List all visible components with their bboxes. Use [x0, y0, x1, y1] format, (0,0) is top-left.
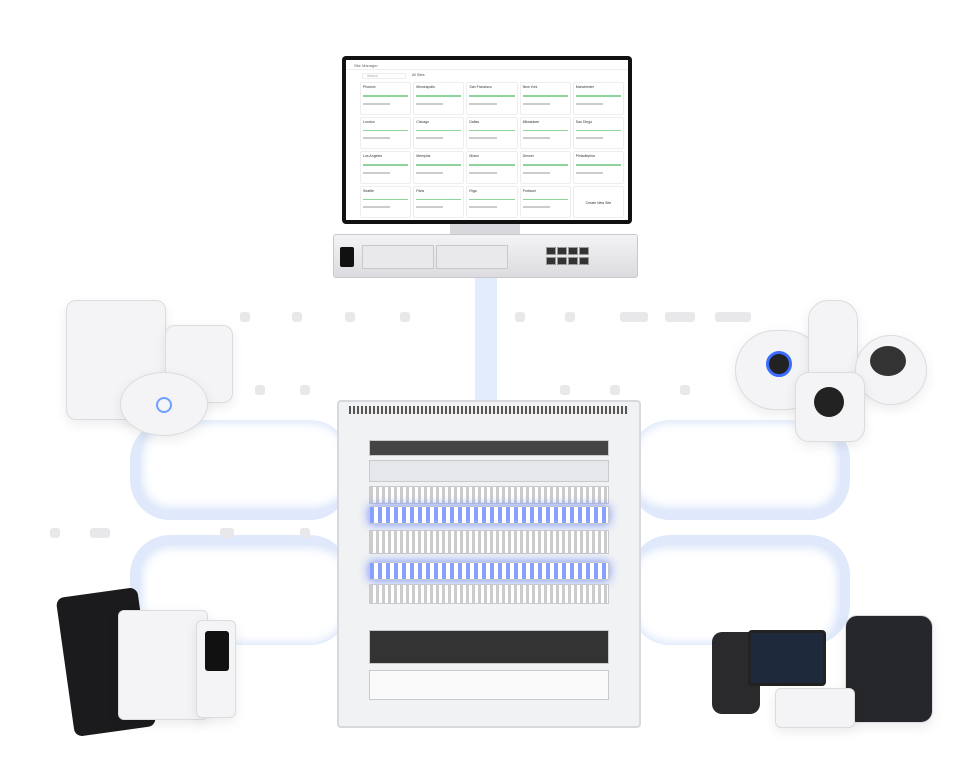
site-card[interactable]: Phoenix — [360, 82, 412, 115]
ethernet-port — [557, 247, 567, 255]
ev-charger-icon — [845, 615, 933, 723]
site-name: London — [363, 119, 375, 124]
site-filter[interactable]: All Sites — [412, 73, 425, 77]
monitor-stand — [450, 224, 520, 234]
site-name: Portland — [522, 188, 536, 193]
site-card[interactable]: Dallas — [466, 116, 518, 149]
search-input[interactable]: Search — [362, 73, 406, 79]
ethernet-port — [568, 247, 578, 255]
site-name: Minneapolis — [416, 85, 435, 89]
app-title: Site Manager — [354, 63, 378, 68]
network-link-right-upper — [630, 420, 850, 520]
ethernet-port — [546, 257, 556, 265]
site-name: San Francisco — [469, 85, 492, 89]
site-card[interactable]: Chicago — [413, 116, 465, 149]
site-name: Denver — [522, 154, 534, 158]
gateway-icon — [775, 688, 855, 728]
network-link-right-lower — [630, 535, 850, 645]
site-name: New York — [522, 85, 538, 89]
site-card[interactable]: New York — [519, 82, 571, 115]
create-site-card[interactable]: Create New Site — [572, 185, 624, 218]
site-name: Miami — [469, 154, 479, 158]
site-card[interactable]: Seattle — [360, 185, 412, 218]
site-card[interactable]: London — [360, 116, 412, 149]
site-card[interactable]: Milwaukee — [519, 116, 571, 149]
ethernet-port — [568, 257, 578, 265]
site-name: Chicago — [416, 119, 430, 124]
site-name: Phoenix — [363, 85, 376, 89]
site-name: San Diego — [575, 119, 593, 124]
ethernet-port — [546, 247, 556, 255]
camera-icon — [855, 335, 927, 405]
site-name: Dallas — [469, 119, 480, 124]
voip-phone-icon — [748, 630, 826, 686]
site-card[interactable]: Los Angeles — [360, 151, 412, 184]
gateway-device — [333, 234, 638, 278]
site-card[interactable]: Minneapolis — [413, 82, 465, 115]
site-card[interactable]: Paris — [413, 185, 465, 218]
site-name: Seattle — [363, 188, 374, 193]
ethernet-port — [579, 257, 589, 265]
site-card[interactable]: Memphis — [413, 151, 465, 184]
site-name: Riga — [469, 188, 477, 193]
site-card[interactable]: Philadelphia — [572, 151, 624, 184]
site-name: Milwaukee — [522, 119, 540, 124]
server-rack — [337, 400, 641, 728]
site-name: Los Angeles — [363, 154, 383, 158]
site-card[interactable]: San Francisco — [466, 82, 518, 115]
site-card[interactable]: Denver — [519, 151, 571, 184]
site-name: Philadelphia — [575, 154, 595, 158]
network-link-center — [475, 278, 497, 402]
site-card[interactable]: Portland — [519, 185, 571, 218]
door-access-icon — [196, 620, 236, 718]
ethernet-port — [579, 247, 589, 255]
site-name: Memphis — [416, 154, 431, 158]
site-card[interactable]: Riga — [466, 185, 518, 218]
site-card[interactable]: Manchester — [572, 82, 624, 115]
access-point-icon — [120, 372, 208, 436]
site-manager-screen: Site Manager Search All Sites Phoenix Min… — [346, 60, 628, 220]
create-site-label: Create New Site — [585, 200, 612, 205]
site-card[interactable]: San Diego — [572, 116, 624, 149]
site-name: Paris — [416, 188, 425, 193]
door-access-icon — [118, 610, 208, 720]
gateway-display — [340, 247, 354, 267]
camera-icon — [795, 372, 865, 442]
site-name: Manchester — [575, 85, 595, 89]
site-card[interactable]: Miami — [466, 151, 518, 184]
network-link-left-upper — [130, 420, 350, 520]
ethernet-port — [557, 257, 567, 265]
monitor: Site Manager Search All Sites Phoenix Min… — [342, 56, 632, 224]
